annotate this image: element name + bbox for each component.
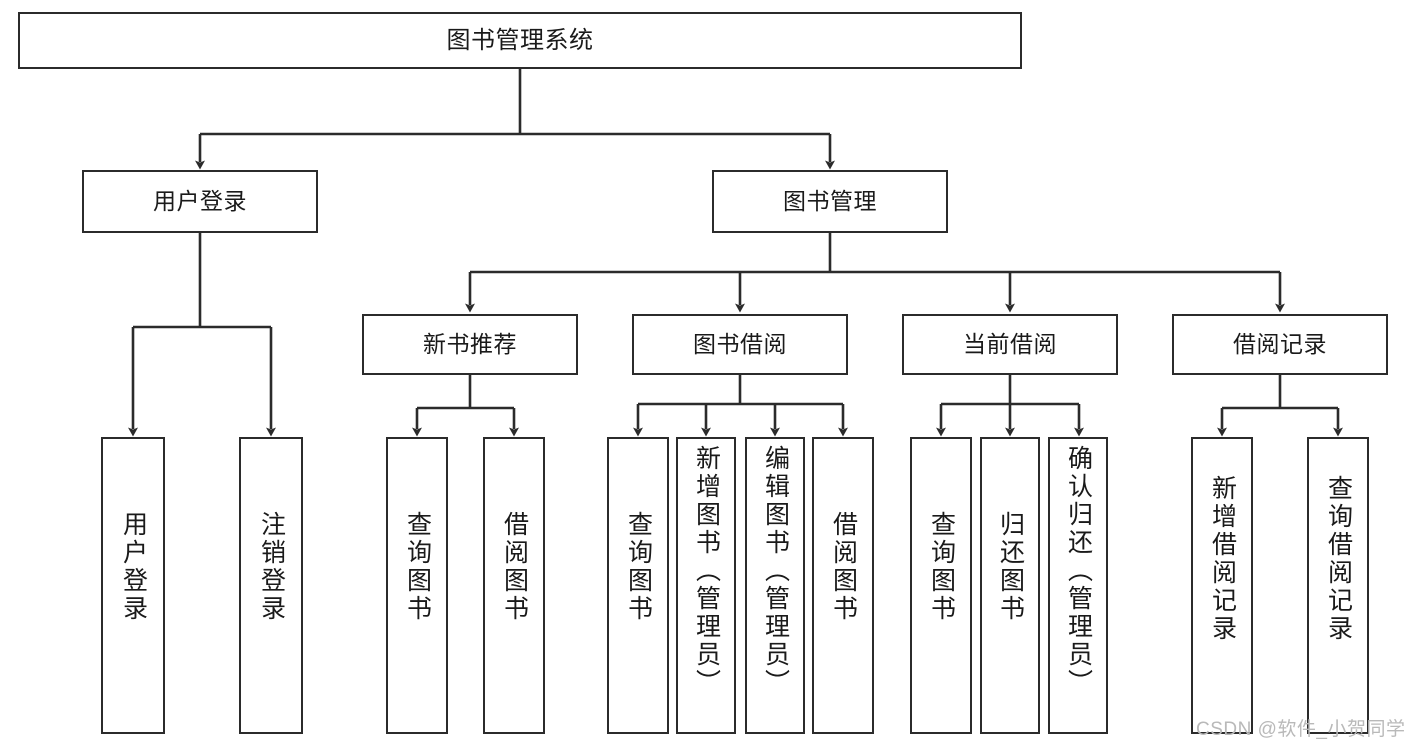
node-root-system-label: 图书管理系统 <box>446 26 594 54</box>
node-leaf-user-login[interactable]: 用户登录 <box>101 437 165 734</box>
node-leaf-add-book[interactable]: 新增图书（管理员） <box>676 437 736 734</box>
node-book-borrow[interactable]: 图书借阅 <box>632 314 848 375</box>
node-leaf-logout[interactable]: 注销登录 <box>239 437 303 734</box>
node-user-login[interactable]: 用户登录 <box>82 170 318 233</box>
node-leaf-return-book-label: 归还图书 <box>996 511 1025 623</box>
node-book-manage-label: 图书管理 <box>783 188 877 215</box>
node-leaf-query-record-label: 查询借阅记录 <box>1324 475 1353 643</box>
node-leaf-query-book-1[interactable]: 查询图书 <box>386 437 448 734</box>
node-leaf-query-book-2[interactable]: 查询图书 <box>607 437 669 734</box>
node-leaf-query-book-3-label: 查询图书 <box>927 511 956 623</box>
node-leaf-borrow-book-1-label: 借阅图书 <box>500 511 529 623</box>
node-leaf-confirm-return[interactable]: 确认归还（管理员） <box>1048 437 1108 734</box>
node-leaf-edit-book-label: 编辑图书（管理员） <box>761 445 790 697</box>
node-leaf-return-book[interactable]: 归还图书 <box>980 437 1040 734</box>
node-leaf-borrow-book-2-label: 借阅图书 <box>829 511 858 623</box>
node-book-manage[interactable]: 图书管理 <box>712 170 948 233</box>
node-current-borrow[interactable]: 当前借阅 <box>902 314 1118 375</box>
node-leaf-borrow-book-1[interactable]: 借阅图书 <box>483 437 545 734</box>
node-leaf-user-login-label: 用户登录 <box>119 511 148 623</box>
node-leaf-query-book-3[interactable]: 查询图书 <box>910 437 972 734</box>
node-user-login-label: 用户登录 <box>153 188 247 215</box>
node-current-borrow-label: 当前借阅 <box>963 331 1057 358</box>
node-leaf-borrow-book-2[interactable]: 借阅图书 <box>812 437 874 734</box>
node-leaf-query-record[interactable]: 查询借阅记录 <box>1307 437 1369 734</box>
node-book-borrow-label: 图书借阅 <box>693 331 787 358</box>
node-new-book-recommend[interactable]: 新书推荐 <box>362 314 578 375</box>
node-leaf-confirm-return-label: 确认归还（管理员） <box>1064 445 1093 697</box>
node-leaf-add-record[interactable]: 新增借阅记录 <box>1191 437 1253 734</box>
node-leaf-query-book-2-label: 查询图书 <box>624 511 653 623</box>
node-leaf-add-record-label: 新增借阅记录 <box>1208 475 1237 643</box>
node-root-system[interactable]: 图书管理系统 <box>18 12 1022 69</box>
csdn-watermark: CSDN @软件_小贺同学 <box>1196 719 1405 740</box>
node-new-book-recommend-label: 新书推荐 <box>423 331 517 358</box>
node-leaf-query-book-1-label: 查询图书 <box>403 511 432 623</box>
node-leaf-logout-label: 注销登录 <box>257 511 286 623</box>
node-borrow-record-label: 借阅记录 <box>1233 331 1327 358</box>
node-borrow-record[interactable]: 借阅记录 <box>1172 314 1388 375</box>
node-leaf-edit-book[interactable]: 编辑图书（管理员） <box>745 437 805 734</box>
node-leaf-add-book-label: 新增图书（管理员） <box>692 445 721 697</box>
